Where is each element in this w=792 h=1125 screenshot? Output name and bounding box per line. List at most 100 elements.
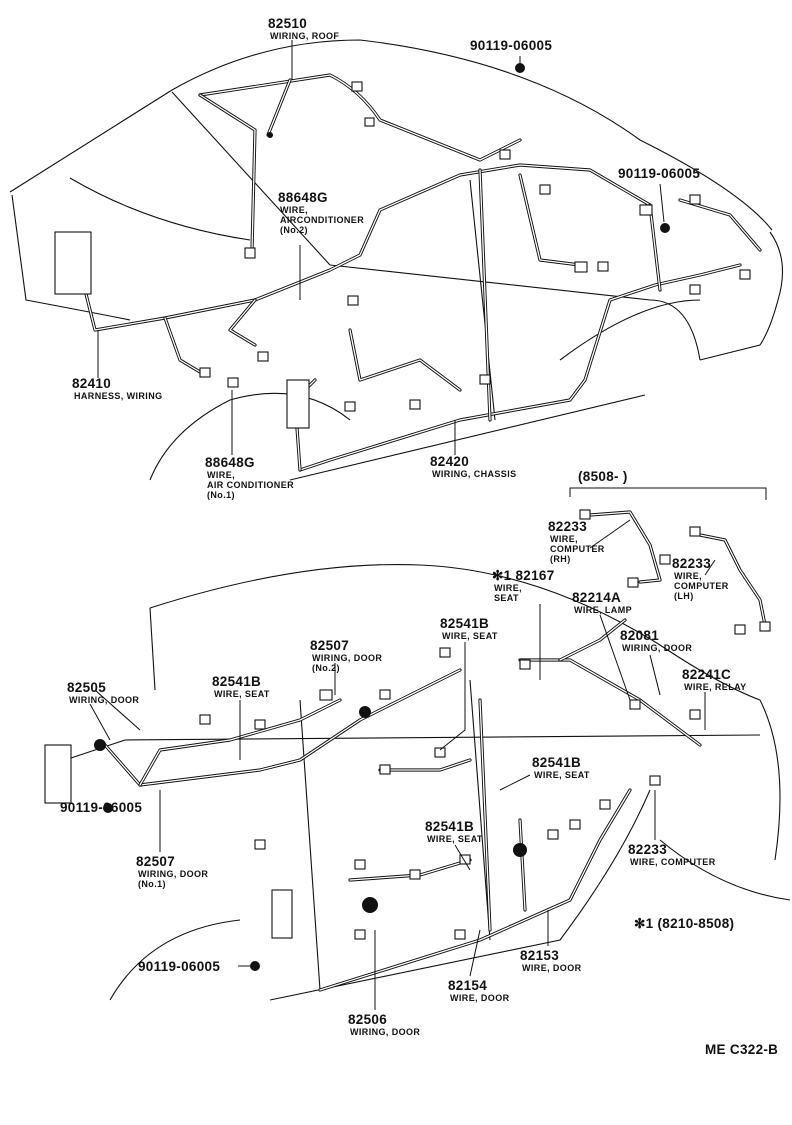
part-number: 82233 — [672, 556, 711, 571]
part-number: 82541B — [425, 819, 474, 834]
part-name: WIRING, DOOR — [69, 695, 139, 705]
part-name: WIRING, DOOR — [350, 1027, 420, 1037]
part-name: WIRING, CHASSIS — [432, 469, 517, 479]
part-name: WIRE, DOOR — [522, 963, 582, 973]
part-number: 82154 — [448, 978, 487, 993]
part-number: 82510 — [268, 16, 307, 31]
part-name: AIR CONDITIONER — [207, 480, 294, 490]
part-name: (LH) — [674, 591, 694, 601]
leader-line-door-82505 — [89, 703, 111, 741]
part-number: 90119-06005 — [60, 800, 142, 815]
leader-line-seat-b3 — [499, 774, 531, 791]
part-number: 82214A — [572, 590, 621, 605]
part-number: 82233 — [548, 519, 587, 534]
main-harness-wiring — [83, 163, 652, 377]
part-number: 82410 — [72, 376, 111, 391]
part-name: SEAT — [494, 593, 519, 603]
part-number: 82505 — [67, 680, 106, 695]
part-number: 90119-06005 — [138, 959, 220, 974]
part-number: 82420 — [430, 454, 469, 469]
part-name: WIRE, — [207, 470, 235, 480]
label-bolt-left: 90119-06005 — [60, 800, 142, 815]
part-number: 82541B — [532, 755, 581, 770]
upper-connectors — [54, 63, 751, 429]
leader-line-seat-b4 — [454, 844, 471, 871]
chassis-wiring-harness — [293, 168, 762, 472]
part-number: 82506 — [348, 1012, 387, 1027]
label-bolt-right: 90119-06005 — [618, 166, 700, 181]
part-name: WIRE, RELAY — [684, 682, 747, 692]
leader-line-bolt-right — [659, 183, 665, 223]
label-bolt-top: 90119-06005 — [470, 38, 552, 53]
part-name: (No.1) — [138, 879, 166, 889]
leader-line-computer-lh — [704, 559, 716, 576]
part-name: HARNESS, WIRING — [74, 391, 163, 401]
roof-wiring-harness — [198, 73, 522, 252]
part-number: 82507 — [310, 638, 349, 653]
part-number: 88648G — [278, 190, 328, 205]
label-bolt-bottom: 90119-06005 — [138, 959, 220, 974]
part-name: WIRE, DOOR — [450, 993, 510, 1003]
part-name: WIRING, DOOR — [622, 643, 692, 653]
part-number: 82153 — [520, 948, 559, 963]
leader-line-seat-b1 — [439, 642, 466, 751]
lower-connectors — [44, 509, 771, 971]
leader-line-door-82081 — [649, 654, 661, 696]
leader-line-door-82154 — [469, 929, 481, 977]
part-name: WIRE, COMPUTER — [630, 857, 716, 867]
part-number: 82541B — [440, 616, 489, 631]
part-name: COMPUTER — [674, 581, 729, 591]
part-name: (RH) — [550, 554, 571, 564]
part-name: COMPUTER — [550, 544, 605, 554]
part-name: AIRCONDITIONER — [280, 215, 364, 225]
footnote-period: ✻1 (8210-8508) — [634, 916, 734, 931]
part-name: (No.2) — [280, 225, 308, 235]
part-name: (No.2) — [312, 663, 340, 673]
part-number: 82541B — [212, 674, 261, 689]
part-number: 82081 — [620, 628, 659, 643]
part-name: WIRING, DOOR — [138, 869, 208, 879]
part-name: WIRE, SEAT — [442, 631, 498, 641]
part-name: WIRE, — [494, 583, 522, 593]
part-name: WIRE, SEAT — [427, 834, 483, 844]
part-number: 82507 — [136, 854, 175, 869]
leader-line-lamp — [599, 614, 631, 701]
lower-wiring-harness — [103, 618, 702, 992]
part-number: 90119-06005 — [618, 166, 700, 181]
leader-line-computer-rh — [589, 519, 631, 549]
period-bracket-label: (8508- ) — [578, 469, 628, 484]
part-name: WIRE, — [280, 205, 308, 215]
upper-car-body-outline — [9, 39, 783, 481]
part-name: WIRING, ROOF — [270, 31, 339, 41]
part-name: WIRE, — [550, 534, 578, 544]
leader-lines — [89, 40, 716, 1010]
part-name: WIRE, — [674, 571, 702, 581]
part-name: WIRE, SEAT — [534, 770, 590, 780]
part-name: WIRE, LAMP — [574, 605, 632, 615]
part-number: 90119-06005 — [470, 38, 552, 53]
part-number: ✻1 82167 — [492, 568, 555, 583]
part-name: WIRE, SEAT — [214, 689, 270, 699]
